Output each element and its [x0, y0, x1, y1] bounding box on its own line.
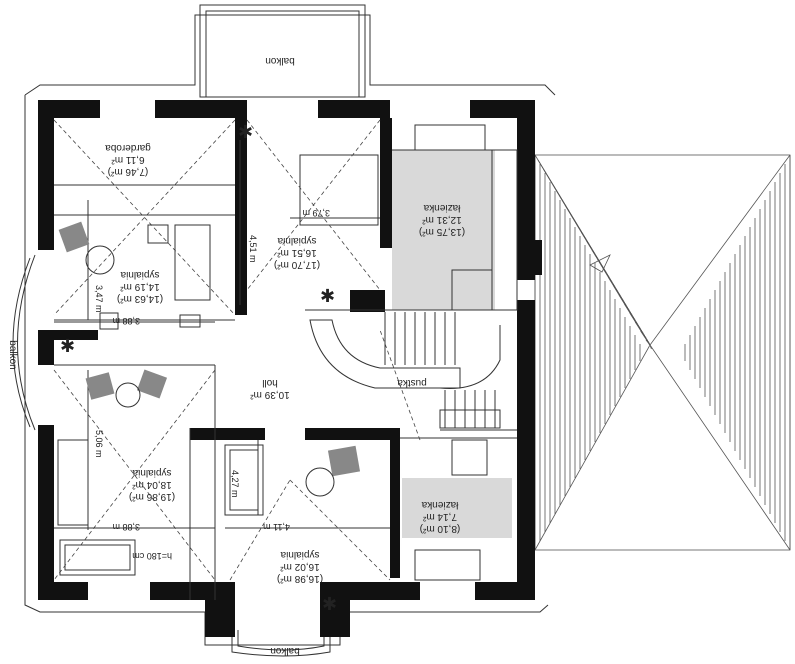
room-bedroom1-area-alt: (17,70 m²) [274, 259, 320, 270]
room-bedroom1-name: sypialnia [277, 235, 316, 246]
dim-room-w3: 4,11 m [263, 522, 290, 532]
staircase [309, 312, 501, 429]
walls [38, 100, 542, 637]
dim-sill-height: h=180 cm [132, 551, 172, 561]
room-holl-name: holl [262, 377, 278, 388]
dimension-lines [54, 140, 390, 530]
balcony-bottom [231, 630, 331, 657]
room-bedroom4-name: sypialnia [280, 549, 319, 560]
dim-room-h1: 3,47 m [94, 285, 104, 313]
room-bedroom4-area: 16,02 m² [280, 561, 320, 572]
balcony-left [12, 254, 36, 431]
room-bedroom2-area-alt: (14,63 m²) [117, 293, 163, 304]
room-garderoba-area: 6,11 m² [111, 154, 145, 165]
svg-text:✱: ✱ [322, 594, 337, 614]
balcony-top [199, 4, 366, 98]
dim-bed-width: 3,79 m [302, 208, 330, 218]
room-bath2-name: łazienka [421, 499, 458, 510]
dim-room-h3: 4,27 m [230, 470, 240, 498]
room-bedroom3-area-alt: (19,86 m²) [129, 491, 175, 502]
room-bedroom3-name: sypialnia [132, 467, 171, 478]
room-bedroom3-area: 18,04 m² [132, 479, 172, 490]
room-bath1-area: 12,31 m² [422, 214, 462, 225]
dim-bed-height: 4,51 m [248, 235, 258, 263]
room-bedroom1-area: 16,51 m² [277, 247, 317, 258]
room-bedroom2-name: sypialnia [120, 269, 159, 280]
balcony-top-label: balkon [265, 55, 294, 66]
room-bedroom2-area: 14,19 m² [120, 281, 160, 292]
eaves-outline [24, 14, 556, 646]
room-holl-area: 10,39 m² [250, 389, 290, 400]
balcony-left-label: balkon [7, 340, 18, 369]
roof-drawing [534, 154, 791, 551]
stairs-label: pustka [397, 377, 427, 388]
dim-room-w2: 3,88 m [112, 522, 140, 532]
room-garderoba-name: garderoba [105, 142, 151, 153]
room-bath2-area-alt: (8,10 m²) [420, 523, 461, 534]
labels: balkon balkon balkon garderoba 6,11 m² (… [7, 55, 465, 656]
room-bath2-area: 7,14 m² [422, 511, 457, 522]
ceiling-slopes [53, 119, 421, 581]
furniture: ✱ ✱ ✱ ✱ [58, 122, 361, 614]
room-bath1-name: łazienka [423, 202, 460, 213]
room-garderoba-area-alt: (7,46 m²) [108, 166, 149, 177]
dim-room-h2: 5,06 m [94, 430, 104, 458]
svg-text:✱: ✱ [320, 286, 335, 306]
bathroom-fills [392, 150, 512, 538]
balcony-bottom-label: balkon [270, 645, 299, 656]
interior-lines [54, 124, 518, 600]
room-bath1-area-alt: (13,75 m²) [419, 226, 465, 237]
dim-room-w1: 3,88 m [112, 316, 140, 326]
svg-text:✱: ✱ [238, 122, 253, 142]
svg-text:✱: ✱ [60, 336, 75, 356]
room-bedroom4-area-alt: (16,98 m²) [277, 573, 323, 584]
